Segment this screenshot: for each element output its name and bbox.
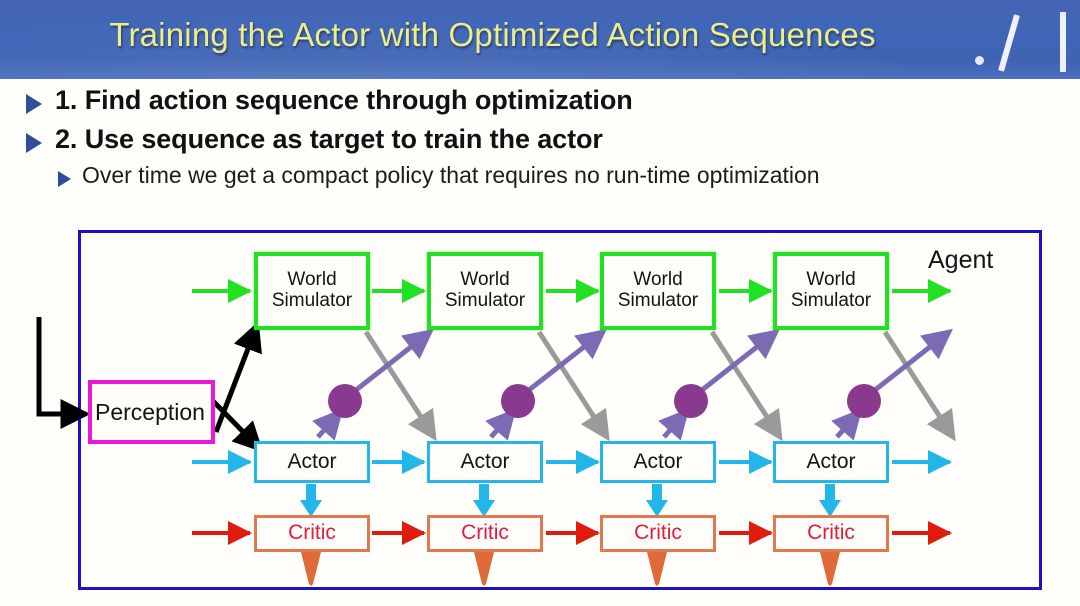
node-critic-label: Critic (461, 521, 509, 545)
node-critic-label: Critic (634, 521, 682, 545)
node-actor-3[interactable]: Actor (600, 441, 716, 483)
triangle-bullet-icon (26, 94, 42, 114)
node-perception[interactable]: Perception (88, 380, 215, 444)
bullet-list: 1. Find action sequence through optimiza… (0, 85, 1080, 189)
title-bar-sheen (0, 0, 1080, 79)
node-critic-2[interactable]: Critic (427, 515, 543, 552)
title-bar: Training the Actor with Optimized Action… (0, 0, 1080, 79)
node-actor-label: Actor (287, 449, 337, 473)
perception-input-arrow (36, 317, 91, 429)
node-actor-label: Actor (460, 449, 510, 473)
node-critic-3[interactable]: Critic (600, 515, 716, 552)
node-actor-1[interactable]: Actor (254, 441, 370, 483)
node-critic-1[interactable]: Critic (254, 515, 370, 552)
agent-label: Agent (928, 246, 994, 274)
bullet-text: 1. Find action sequence through optimiza… (55, 85, 633, 115)
node-actor-2[interactable]: Actor (427, 441, 543, 483)
triangle-bullet-icon (26, 132, 42, 153)
triangle-bullet-icon (58, 171, 71, 188)
dot-mark-icon (975, 56, 984, 65)
node-critic-label: Critic (288, 521, 336, 545)
node-actor-label: Actor (806, 449, 856, 473)
bullet-item-1: 1. Find action sequence through optimiza… (0, 85, 1080, 116)
diagram-frame (78, 230, 1042, 590)
bullet-item-3: Over time we get a compact policy that r… (0, 163, 1080, 188)
node-actor-label: Actor (633, 449, 683, 473)
bar-mark-icon (1060, 12, 1066, 72)
node-critic-4[interactable]: Critic (773, 515, 889, 552)
node-perception-label: Perception (95, 398, 205, 425)
bullet-text: 2. Use sequence as target to train the a… (55, 123, 603, 154)
node-actor-4[interactable]: Actor (773, 441, 889, 483)
bullet-text: Over time we get a compact policy that r… (82, 162, 820, 189)
bullet-item-2: 2. Use sequence as target to train the a… (0, 123, 1080, 155)
page-title: Training the Actor with Optimized Action… (109, 16, 876, 53)
node-critic-label: Critic (807, 521, 855, 545)
